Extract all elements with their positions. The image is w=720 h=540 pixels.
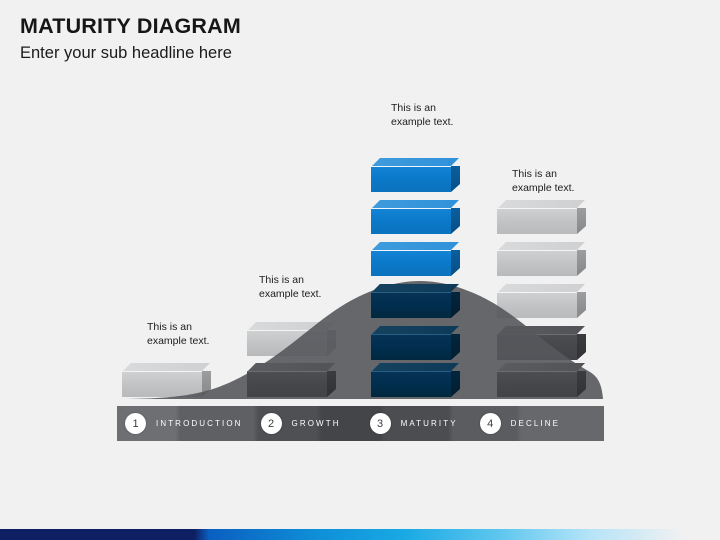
block-top-face <box>247 363 335 372</box>
block-introduction-1[interactable] <box>122 363 202 397</box>
block-front-face <box>371 371 451 397</box>
block-maturity-4[interactable] <box>371 242 451 276</box>
block-growth-2[interactable] <box>247 322 327 356</box>
block-front-face <box>497 250 577 276</box>
block-top-face <box>371 363 459 372</box>
block-front-face <box>497 334 577 360</box>
block-front-face <box>497 371 577 397</box>
block-side-face <box>577 334 586 360</box>
callout-growth: This is an example text. <box>259 274 322 301</box>
callout-maturity: This is an example text. <box>391 102 454 129</box>
block-growth-1-front[interactable] <box>247 363 327 397</box>
block-top-face <box>371 200 459 209</box>
block-maturity-5[interactable] <box>371 200 451 234</box>
legend-stage-decline[interactable]: 4 DECLINE <box>479 406 561 441</box>
stage-label-growth: GROWTH <box>291 419 341 428</box>
stage-number-1: 1 <box>125 413 146 434</box>
legend-stage-growth[interactable]: 2 GROWTH <box>260 406 341 441</box>
block-side-face <box>451 334 460 360</box>
stage-number-3: 3 <box>369 413 391 434</box>
callout-introduction: This is an example text. <box>147 321 210 348</box>
page-title: MATURITY DIAGRAM <box>20 14 241 38</box>
block-front-face <box>247 330 327 356</box>
page-subtitle: Enter your sub headline here <box>20 43 232 62</box>
block-top-face <box>497 200 585 209</box>
block-decline-1[interactable] <box>497 363 577 397</box>
block-top-face <box>497 242 585 251</box>
block-top-face <box>497 363 585 372</box>
block-front-face <box>371 208 451 234</box>
block-front-face <box>497 208 577 234</box>
stage-label-maturity: MATURITY <box>400 419 458 428</box>
stage-label-introduction: INTRODUCTION <box>156 419 243 428</box>
stage-legend-bar: 1 INTRODUCTION 2 GROWTH 3 MATURITY 4 DEC… <box>117 406 604 441</box>
block-top-face <box>371 242 459 251</box>
block-top-face <box>371 284 459 293</box>
block-top-face <box>371 326 459 335</box>
block-front-face <box>371 292 451 318</box>
block-decline-3[interactable] <box>497 326 577 360</box>
block-side-face <box>451 208 460 234</box>
block-front-face <box>371 166 451 192</box>
header: MATURITY DIAGRAM Enter your sub headline… <box>20 14 620 64</box>
block-side-face <box>327 371 336 397</box>
block-side-face <box>327 330 336 356</box>
callout-decline: This is an example text. <box>512 168 575 195</box>
block-side-face <box>577 292 586 318</box>
block-maturity-1[interactable] <box>371 363 451 397</box>
block-side-face <box>202 371 211 397</box>
stage-label-decline: DECLINE <box>510 419 561 428</box>
block-top-face <box>371 158 459 167</box>
block-side-face <box>577 371 586 397</box>
bottom-accent-strip <box>0 529 720 540</box>
block-maturity-2[interactable] <box>371 326 451 360</box>
stage-number-2: 2 <box>260 413 282 434</box>
block-side-face <box>451 250 460 276</box>
block-maturity-6[interactable] <box>371 158 451 192</box>
block-front-face <box>247 371 327 397</box>
block-front-face <box>371 250 451 276</box>
block-side-face <box>451 292 460 318</box>
block-front-face <box>122 371 202 397</box>
block-maturity-3[interactable] <box>371 284 451 318</box>
block-side-face <box>451 371 460 397</box>
stage-number-4: 4 <box>479 413 501 434</box>
block-front-face <box>497 292 577 318</box>
block-decline-4[interactable] <box>497 284 577 318</box>
block-side-face <box>577 250 586 276</box>
block-side-face <box>451 166 460 192</box>
block-side-face <box>577 208 586 234</box>
block-decline-5[interactable] <box>497 242 577 276</box>
block-front-face <box>371 334 451 360</box>
legend-stage-maturity[interactable]: 3 MATURITY <box>369 406 458 441</box>
block-decline-6[interactable] <box>497 200 577 234</box>
legend-stage-introduction[interactable]: 1 INTRODUCTION <box>125 406 243 441</box>
